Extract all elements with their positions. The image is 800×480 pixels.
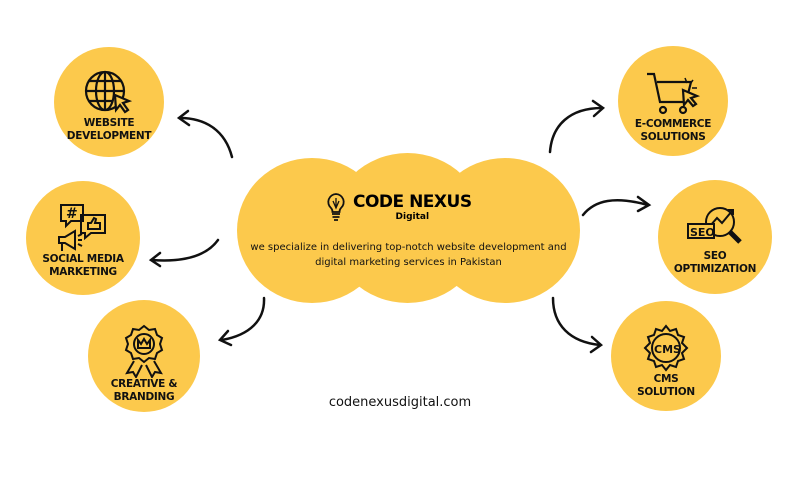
globe-cursor-icon xyxy=(84,70,133,114)
svg-text:CMS: CMS xyxy=(654,343,681,356)
brand-logo: CODE NEXUS Digital xyxy=(325,192,472,222)
arrow-to-cms xyxy=(551,296,602,347)
shopping-cart-icon xyxy=(647,72,701,115)
brand-title: CODE NEXUS xyxy=(353,192,472,212)
cms-gear-icon: CMS xyxy=(643,324,689,372)
lightbulb-pen-icon xyxy=(327,193,345,221)
brand-subtitle: Digital xyxy=(395,212,430,222)
arrow-to-seo xyxy=(581,199,650,217)
arrow-to-creative xyxy=(220,296,266,342)
arrow-to-web xyxy=(178,116,234,159)
arrow-to-ecommerce xyxy=(548,106,604,154)
seo-magnifier-icon: SEO xyxy=(687,207,742,244)
service-creative-branding: CREATIVE &BRANDING xyxy=(88,300,200,412)
description: we specialize in delivering top-notch we… xyxy=(237,240,580,270)
website-url[interactable]: codenexusdigital.com xyxy=(328,395,472,410)
center-blob-right xyxy=(430,158,580,303)
description-line: digital marketing services in Pakistan xyxy=(315,257,502,268)
arrow-to-social xyxy=(150,238,220,262)
description-line: we specialize in delivering top-notch we… xyxy=(250,242,567,253)
service-label: CREATIVE &BRANDING xyxy=(110,378,178,403)
svg-text:#: # xyxy=(66,206,78,222)
social-media-megaphone-icon: # xyxy=(58,204,106,251)
badge-crown-icon xyxy=(124,324,164,378)
svg-text:SEO: SEO xyxy=(690,226,715,239)
